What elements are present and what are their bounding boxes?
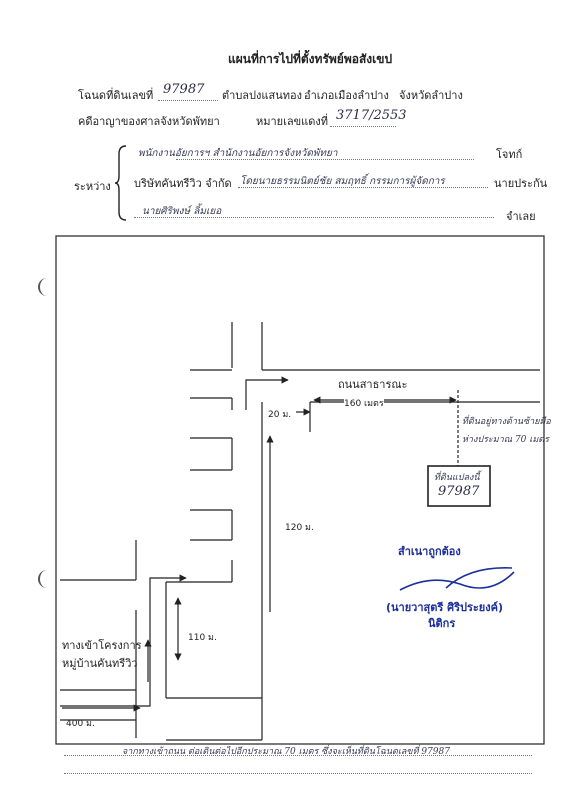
footer-underline <box>64 755 532 756</box>
plot-box <box>427 465 491 507</box>
district: อำเภอเมืองลำปาง <box>304 89 389 102</box>
court-label: คดีอาญาของศาลจังหวัดพัทยา <box>78 115 220 128</box>
deed-number: 97987 <box>163 82 205 97</box>
punch-hole-bottom <box>38 570 52 588</box>
page-title: แผนที่การไปที่ตั้งทรัพย์พอสังเขป <box>228 52 393 66</box>
signature <box>399 567 515 591</box>
entrance-label-2: หมู่บ้านคันทรีวิว <box>62 657 138 670</box>
map-frame <box>55 235 545 745</box>
case-no-underline <box>330 126 396 127</box>
footer-underline-2 <box>64 773 532 774</box>
distance-110: 110 ม. <box>188 633 217 643</box>
distance-160: 160 เมตร <box>344 396 384 410</box>
company-underline <box>238 187 488 188</box>
route-arrow <box>245 376 289 410</box>
distance-400: 400 ม. <box>66 719 95 729</box>
plot-label: ที่ดินแปลงนี้ <box>434 473 480 483</box>
company-role: นายประกัน <box>494 177 548 190</box>
entrance-label: ทางเข้าโครงการ <box>62 639 142 652</box>
case-number: 3717/2553 <box>336 108 407 123</box>
distance-20: 20 ม. <box>268 410 292 420</box>
case-label: หมายเลขแดงที่ <box>256 115 328 128</box>
defendant-underline <box>134 217 494 218</box>
province: จังหวัดลำปาง <box>399 89 463 102</box>
plaintiff-name: พนักงานอัยการฯ สำนักงานอัยการจังหวัดพัทย… <box>138 148 338 159</box>
defendant-name: นายศิริพงษ์ ลิ้มเยอ <box>142 206 222 217</box>
between-label: ระหว่าง <box>74 180 111 193</box>
brace-icon <box>114 145 127 221</box>
deed-no-underline <box>158 100 218 101</box>
defendant-role: จำเลย <box>506 210 536 223</box>
company-name: บริษัทคันทรีวิว จำกัด <box>134 177 232 190</box>
distance-120: 120 ม. <box>285 523 314 533</box>
punch-hole-top <box>38 278 52 296</box>
certify-label: สำเนาถูกต้อง <box>398 545 461 558</box>
plaintiff-role: โจทก์ <box>496 148 523 161</box>
certify-position: นิติกร <box>428 617 456 630</box>
plaintiff-underline <box>176 159 474 160</box>
certify-name: (นายวาสุตรี ศิริประยงค์) <box>386 601 504 614</box>
company-detail: โดยนายธรรมนิตย์ชัย สมฤทธิ์ กรรมการผู้จัด… <box>240 176 445 187</box>
subdistrict: ตำบลปงแสนทอง <box>222 89 302 102</box>
footer-note: จากทางเข้าถนน ต่อเดินต่อไปอีกประมาณ 70 เ… <box>122 747 450 757</box>
side-note: ที่ดินอยู่ทางด้านซ้ายมือ <box>462 417 551 427</box>
deed-label: โฉนดที่ดินเลขที่ <box>78 89 154 102</box>
plot-number: 97987 <box>438 484 480 499</box>
road-label: ถนนสาธารณะ <box>338 378 408 391</box>
distance-70: ห่างประมาณ 70 เมตร <box>462 435 549 445</box>
